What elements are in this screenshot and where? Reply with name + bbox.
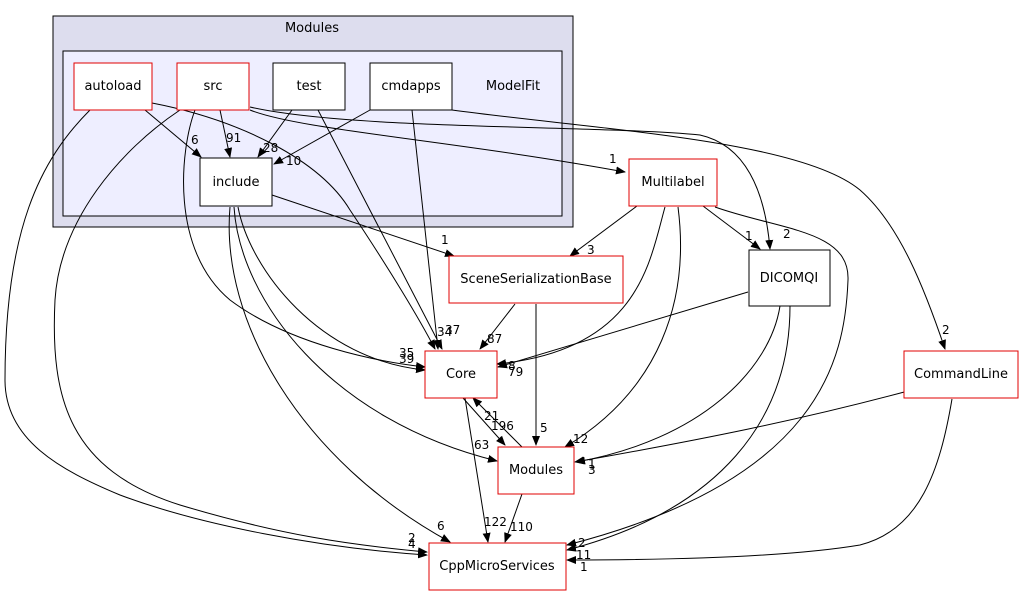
- edge-label: 5: [540, 421, 548, 435]
- node-commandline[interactable]: CommandLine: [903, 350, 1019, 399]
- edge-label: 11: [576, 548, 591, 562]
- node-autoload[interactable]: autoload: [73, 62, 153, 111]
- edge-commandline-cppmicro: [566, 398, 953, 564]
- edge-src-core: [183, 109, 426, 370]
- edge-autoload-core: [151, 102, 436, 350]
- node-test-label: test: [297, 79, 322, 94]
- node-sceneserializationbase-label: SceneSerializationBase: [460, 272, 611, 287]
- edge-include-modules: [233, 206, 498, 463]
- edge-test-include: [257, 109, 293, 158]
- edge-label: 34: [437, 325, 452, 339]
- node-autoload-label: autoload: [84, 79, 141, 94]
- edge-label: 21: [484, 409, 499, 423]
- edge-labels: 6 91 28 10 1 3 1 2 1 37 34 3539 87 879 2…: [191, 131, 950, 574]
- edge-label: 63: [474, 438, 489, 452]
- edge-modules-cppmicro: [504, 493, 523, 543]
- node-modules-label: Modules: [509, 463, 563, 478]
- edge-label: 6: [191, 133, 199, 147]
- edge-autoload-cppmicro: [4, 109, 428, 559]
- edge-dicomqi-modules: [575, 305, 781, 465]
- edge-label: 37: [445, 323, 460, 337]
- edge-multilabel-dicomqi: [702, 205, 761, 250]
- node-include[interactable]: include: [199, 157, 273, 207]
- edge-label: 1: [745, 229, 753, 243]
- edge-multilabel-core: [496, 206, 666, 368]
- edge-label: 10: [286, 154, 301, 168]
- node-sceneserializationbase[interactable]: SceneSerializationBase: [448, 255, 624, 304]
- node-cppmicroservices-label: CppMicroServices: [439, 559, 555, 574]
- node-test[interactable]: test: [272, 62, 346, 111]
- edge-label: 1: [580, 560, 588, 574]
- node-cmdapps[interactable]: cmdapps: [369, 62, 453, 111]
- node-src[interactable]: src: [176, 62, 250, 111]
- edges: [4, 102, 953, 564]
- edge-src-cppmicro: [53, 109, 428, 556]
- edge-autoload-include: [144, 109, 202, 158]
- node-dicomqi-label: DICOMQI: [760, 271, 818, 286]
- edge-modules-core: [472, 397, 523, 448]
- edge-include-scene: [271, 194, 455, 257]
- edge-label: 110: [510, 520, 533, 534]
- edge-cmdapps-include: [273, 109, 371, 165]
- edge-label: 879: [508, 359, 523, 379]
- node-core[interactable]: Core: [424, 350, 498, 399]
- edge-label: 2: [783, 227, 791, 241]
- node-commandline-label: CommandLine: [914, 367, 1008, 382]
- node-modules[interactable]: Modules: [497, 446, 575, 495]
- node-core-label: Core: [446, 367, 476, 382]
- edge-include-core: [237, 206, 426, 374]
- node-dicomqi[interactable]: DICOMQI: [748, 249, 831, 307]
- edge-dicomqi-cppmicro: [566, 305, 791, 552]
- edge-cmdapps-core: [411, 109, 442, 350]
- edge-core-cppmicro: [464, 397, 491, 543]
- edge-include-cppmicro: [228, 206, 451, 543]
- edge-dicomqi-core: [497, 291, 749, 369]
- edge-core-modules: [462, 397, 506, 446]
- edge-label: 87: [487, 332, 502, 346]
- edge-label: 2: [578, 536, 586, 550]
- node-include-label: include: [212, 175, 259, 190]
- edge-label: 12: [573, 432, 588, 446]
- edge-label: 3539: [399, 346, 414, 366]
- edge-label: 196: [491, 419, 514, 433]
- edge-label: 1: [609, 152, 617, 166]
- edge-test-core: [317, 109, 443, 350]
- node-multilabel-label: Multilabel: [641, 175, 704, 190]
- edge-label: 1: [441, 233, 449, 247]
- edge-label: 2: [942, 323, 950, 337]
- edge-label: 122: [484, 515, 507, 529]
- edge-label: 6: [437, 519, 445, 533]
- edge-label: 24: [408, 531, 416, 551]
- edge-scene-core: [479, 303, 516, 350]
- node-multilabel[interactable]: Multilabel: [628, 158, 718, 207]
- edge-label: 13: [588, 457, 596, 477]
- edge-cmdapps-commandline: [451, 109, 946, 350]
- edge-src-dicomqi: [249, 106, 774, 250]
- edge-label: 28: [263, 141, 278, 155]
- edge-multilabel-scene: [569, 205, 638, 257]
- node-cppmicroservices[interactable]: CppMicroServices: [428, 542, 567, 591]
- edge-src-multilabel: [249, 109, 626, 175]
- node-cmdapps-label: cmdapps: [381, 79, 441, 94]
- cluster-modules-label: Modules: [285, 21, 339, 36]
- edge-src-include: [219, 109, 233, 158]
- cluster-modelfit-label: ModelFit: [486, 79, 540, 94]
- edge-multilabel-cppmicro: [566, 206, 849, 547]
- node-src-label: src: [204, 79, 223, 94]
- edge-label: 3: [587, 243, 595, 257]
- edge-multilabel-modules: [564, 206, 681, 448]
- edge-label: 91: [226, 131, 241, 145]
- edge-commandline-modules: [574, 390, 909, 465]
